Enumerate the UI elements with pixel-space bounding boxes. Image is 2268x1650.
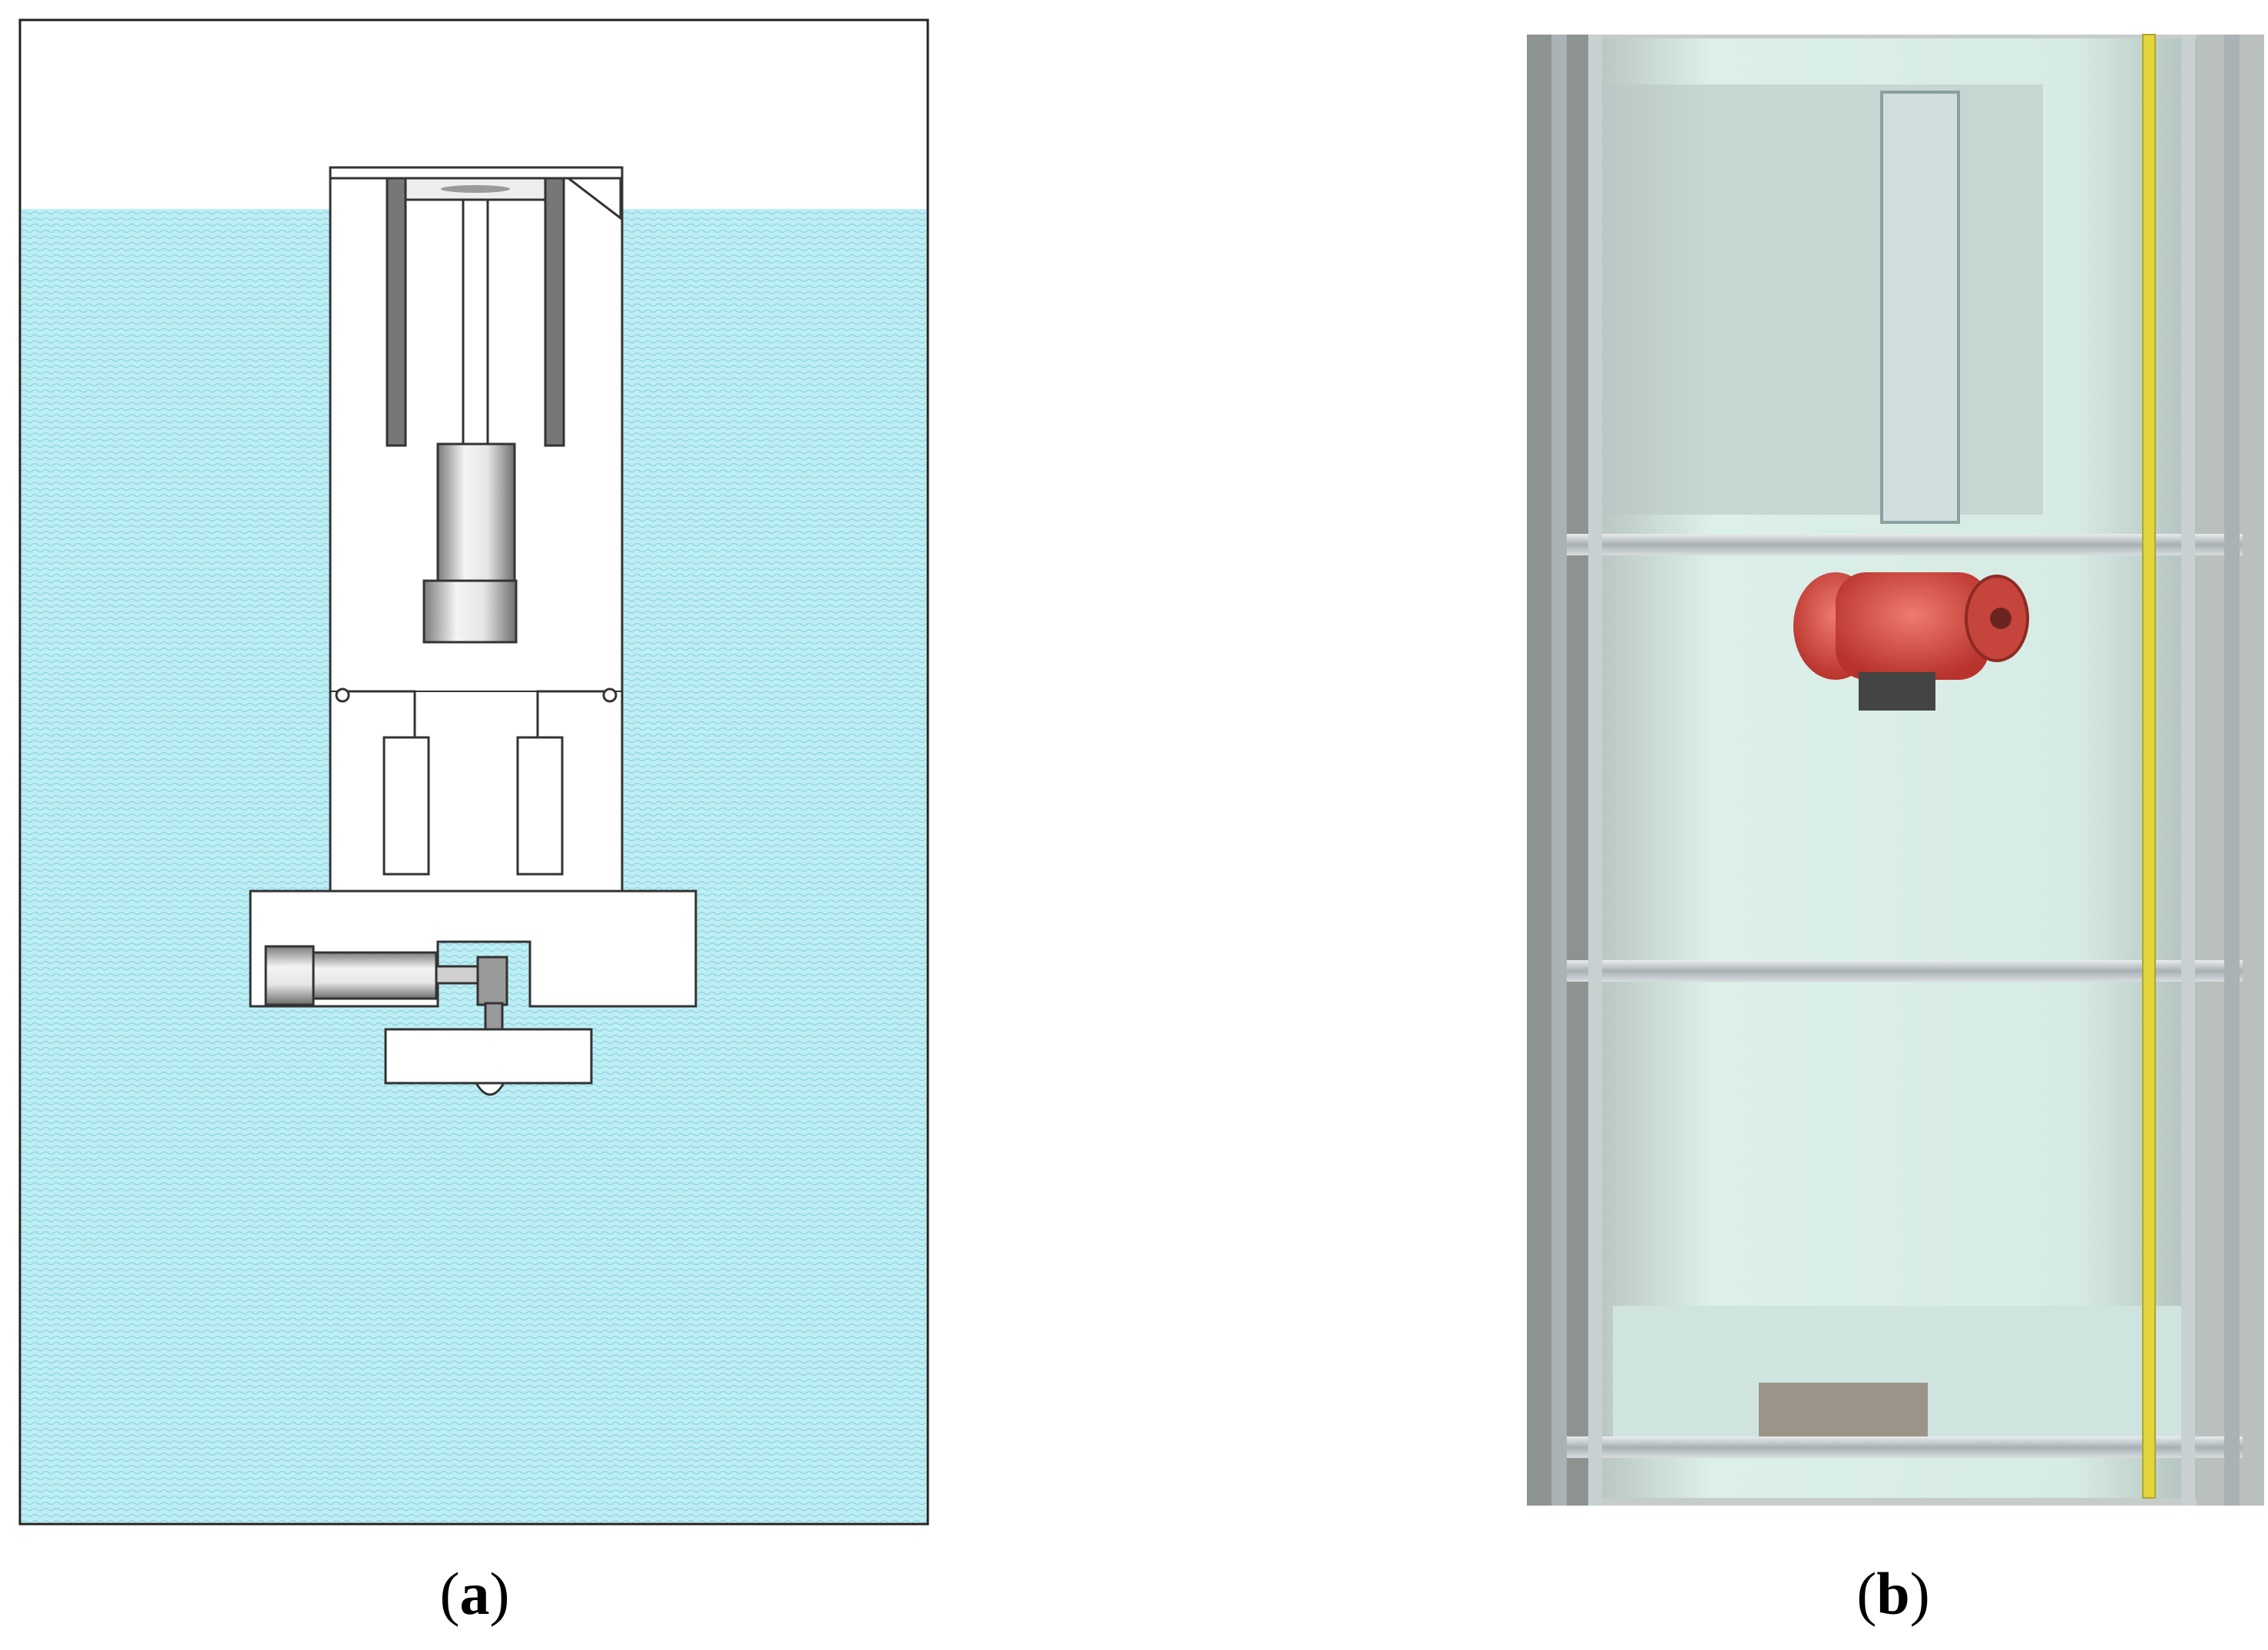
bottom-plate xyxy=(384,1028,593,1085)
motor-shaft-housing xyxy=(312,951,438,1000)
measuring-tape xyxy=(2142,34,2156,1499)
panel-a-schematic xyxy=(0,0,952,1536)
photo-illustration xyxy=(1527,34,2264,1506)
motor-body xyxy=(264,945,315,1006)
caption-a: (a) xyxy=(439,1560,510,1627)
panel-b-photo xyxy=(1505,0,2268,1536)
red-device xyxy=(1793,572,2029,711)
frame-bar-1 xyxy=(1551,534,2243,555)
actuator-cylinder xyxy=(436,442,516,584)
battery-right xyxy=(516,736,564,876)
actuator-base xyxy=(422,579,518,644)
schematic-drawing xyxy=(18,18,929,1526)
drive-stem xyxy=(484,1002,504,1034)
sensor-dome xyxy=(474,1082,506,1096)
piston-rod xyxy=(462,198,489,446)
caption-b: (b) xyxy=(1856,1560,1930,1627)
piston-wall-right xyxy=(544,177,565,447)
battery-left xyxy=(382,736,430,876)
gear-shaft xyxy=(435,965,484,985)
piston-wall-left xyxy=(386,177,407,447)
vertical-tube xyxy=(1880,91,1960,524)
frame-bar-2 xyxy=(1551,960,2243,982)
frame-bar-3 xyxy=(1551,1436,2243,1458)
gear-block xyxy=(476,956,508,1006)
